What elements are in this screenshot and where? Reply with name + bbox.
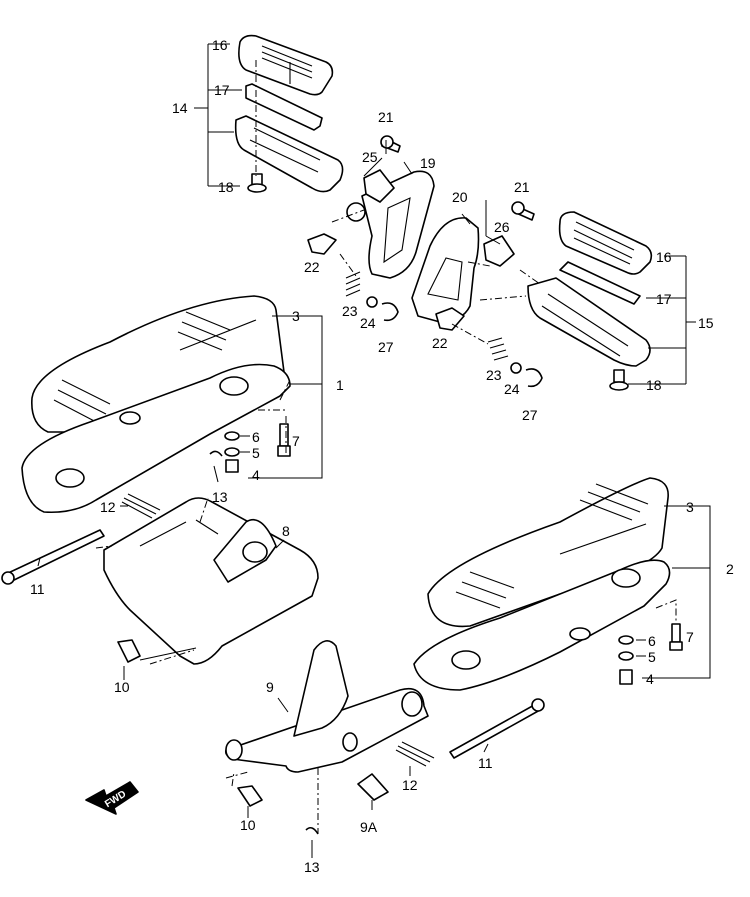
- pin-11-right: [449, 698, 545, 759]
- footrest-rubber-left: [238, 34, 334, 96]
- pad-9A: [357, 773, 389, 801]
- label-14: 14: [172, 100, 188, 116]
- clip-13-right: [305, 826, 319, 835]
- label-5-right: 5: [648, 649, 656, 665]
- label-9: 9: [266, 679, 274, 695]
- label-17-right: 17: [656, 291, 672, 307]
- label-16-left: 16: [212, 37, 228, 53]
- footrest-plate-right: [559, 261, 641, 305]
- label-25: 25: [362, 149, 378, 165]
- label-21-right: 21: [514, 179, 530, 195]
- label-3-right: 3: [686, 499, 694, 515]
- leader-lines: [37, 43, 711, 858]
- label-22-right: 22: [432, 335, 448, 351]
- label-18-right: 18: [646, 377, 662, 393]
- spring-12-right: [395, 741, 435, 767]
- spring-23-left: [345, 271, 361, 297]
- label-26: 26: [494, 219, 510, 235]
- floorboard-base-right: [413, 559, 671, 691]
- bracket-20: [411, 217, 480, 323]
- label-24-left: 24: [360, 315, 376, 331]
- bolt-21-right: [511, 201, 535, 221]
- label-23-left: 23: [342, 303, 358, 319]
- label-4-left: 4: [252, 467, 260, 483]
- label-10-left: 10: [114, 679, 130, 695]
- label-27-right: 27: [522, 407, 538, 423]
- label-19: 19: [420, 155, 436, 171]
- bolt-4-right: [619, 669, 633, 685]
- arrow-icon: [85, 781, 139, 815]
- label-6-left: 6: [252, 429, 260, 445]
- label-21-left: 21: [378, 109, 394, 125]
- label-8: 8: [282, 523, 290, 539]
- bolt-10-left: [117, 639, 141, 663]
- label-4-right: 4: [646, 671, 654, 687]
- label-10-right: 10: [240, 817, 256, 833]
- label-5-left: 5: [252, 445, 260, 461]
- floorboard-mat-right: [427, 477, 669, 628]
- washer-6-left: [224, 431, 240, 441]
- label-27-left: 27: [378, 339, 394, 355]
- fwd-indicator: FWD: [85, 781, 139, 815]
- label-1: 1: [336, 377, 344, 393]
- bolt-4-left: [225, 459, 239, 473]
- label-6-right: 6: [648, 633, 656, 649]
- ball-24-left: [366, 296, 378, 308]
- clip-13-left: [209, 450, 223, 457]
- nut-5-right: [618, 651, 634, 661]
- label-2: 2: [726, 561, 734, 577]
- label-16-right: 16: [656, 249, 672, 265]
- label-11-left: 11: [30, 581, 45, 597]
- nut-5-left: [224, 447, 240, 457]
- knob-22-left: [307, 233, 337, 255]
- label-22-left: 22: [304, 259, 320, 275]
- label-7-left: 7: [292, 433, 300, 449]
- bolt-7-left: [277, 423, 291, 457]
- washer-6-right: [618, 635, 634, 645]
- bolt-18-right: [609, 369, 629, 391]
- label-13-left: 13: [212, 489, 228, 505]
- pin-11-left: [1, 529, 105, 585]
- footrest-bar-right: [527, 277, 651, 367]
- label-11-right: 11: [478, 755, 493, 771]
- plate-26: [483, 235, 515, 267]
- label-15: 15: [698, 315, 714, 331]
- label-18-left: 18: [218, 179, 234, 195]
- label-23-right: 23: [486, 367, 502, 383]
- label-13-right: 13: [304, 859, 320, 875]
- label-3-left: 3: [292, 308, 300, 324]
- bracket-8: [103, 497, 319, 665]
- bracket-9: [224, 640, 429, 773]
- label-7-right: 7: [686, 629, 694, 645]
- footrest-rubber-right: [558, 211, 653, 275]
- clip-27-right: [525, 368, 543, 388]
- callout-labels: 16 17 14 18 21 25 19 22 23 24 27 20 21 2…: [30, 37, 734, 875]
- ball-24-right: [510, 362, 522, 374]
- label-20: 20: [452, 189, 468, 205]
- bolt-7-right: [669, 623, 683, 651]
- knob-22-right: [435, 307, 465, 331]
- floorboard-base-left: [21, 363, 291, 514]
- bolt-10-right: [237, 785, 263, 807]
- plate-25: [363, 169, 395, 203]
- clip-27-left: [381, 302, 399, 322]
- footrest-bar-left: [234, 115, 344, 193]
- bolt-21-left: [380, 135, 401, 153]
- label-24-right: 24: [504, 381, 520, 397]
- label-12-right: 12: [402, 777, 418, 793]
- footrest-plate-left: [245, 83, 323, 131]
- label-12-left: 12: [100, 499, 116, 515]
- bolt-18-left: [247, 173, 267, 193]
- spring-23-right: [487, 337, 509, 361]
- spring-12-left: [121, 493, 161, 519]
- label-17-left: 17: [214, 82, 230, 98]
- label-9A: 9A: [360, 819, 378, 835]
